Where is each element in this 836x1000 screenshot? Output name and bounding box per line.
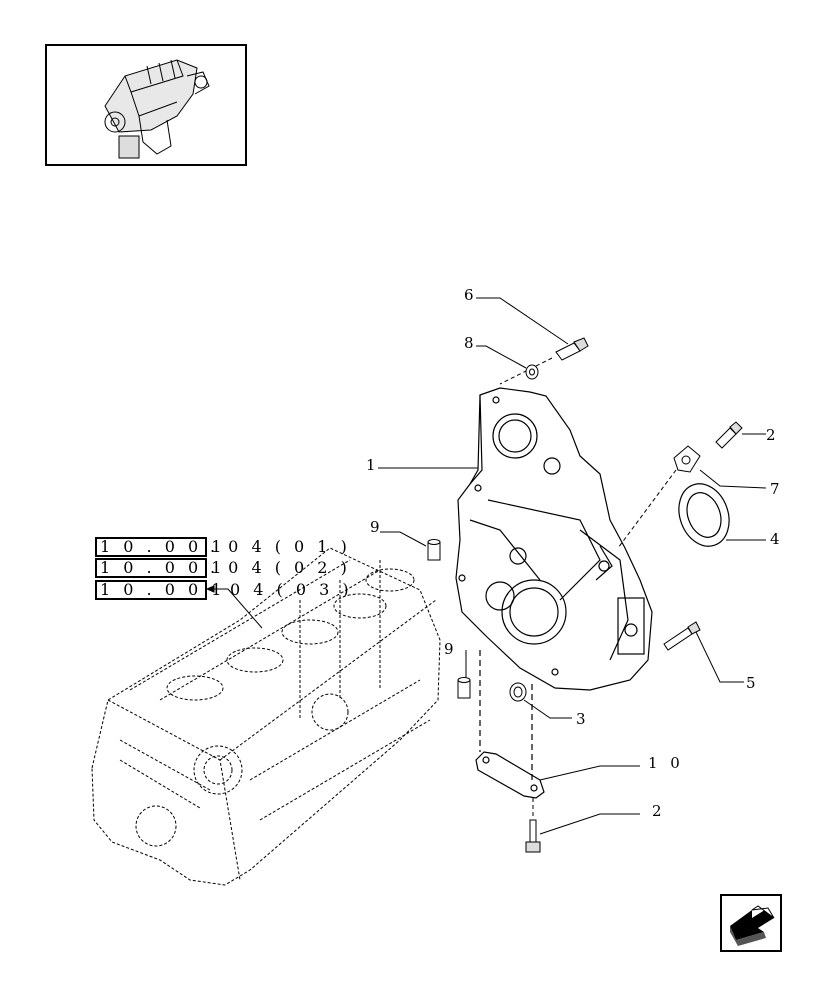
reference-code-1[interactable]: 1 0 . 0 0 1 bbox=[100, 537, 226, 556]
callout-8[interactable]: 8 bbox=[464, 334, 478, 352]
reference-leader bbox=[205, 585, 263, 629]
bolt-6 bbox=[499, 337, 589, 385]
timing-cover bbox=[455, 387, 653, 691]
callout-7[interactable]: 7 bbox=[770, 480, 784, 498]
reference-suffix-2: . 0 4 ( 0 2 ) bbox=[210, 558, 351, 577]
cover-plate-10 bbox=[475, 650, 545, 799]
bolt-2-lower bbox=[525, 798, 541, 853]
flange-7 bbox=[617, 445, 701, 549]
callout-9-upper[interactable]: 9 bbox=[370, 518, 384, 536]
reference-suffix-1: . 0 4 ( 0 1 ) bbox=[210, 537, 351, 556]
callout-leaders bbox=[378, 297, 767, 835]
dowel-9-lower bbox=[457, 650, 471, 699]
reference-box-2[interactable] bbox=[95, 558, 207, 578]
callout-2-lower[interactable]: 2 bbox=[652, 802, 666, 820]
callout-1[interactable]: 1 bbox=[366, 456, 380, 474]
reference-code-2[interactable]: 1 0 . 0 0 1 bbox=[100, 558, 226, 577]
engine-thumbnail-frame[interactable] bbox=[45, 44, 247, 166]
callout-3[interactable]: 3 bbox=[576, 710, 590, 728]
bolt-2-upper bbox=[715, 421, 743, 449]
reference-code-3[interactable]: 1 0 . 0 0 1 bbox=[100, 580, 226, 599]
washer-8 bbox=[525, 364, 539, 380]
engine-thumbnail-icon bbox=[104, 59, 210, 159]
callout-10[interactable]: 1 0 bbox=[648, 754, 684, 772]
bolt-5 bbox=[663, 621, 701, 651]
next-page-button[interactable] bbox=[720, 894, 782, 952]
reference-box-1[interactable] bbox=[95, 537, 207, 557]
seal-4 bbox=[678, 483, 730, 547]
callout-6[interactable]: 6 bbox=[464, 286, 478, 304]
callout-4[interactable]: 4 bbox=[770, 530, 784, 548]
next-page-arrow-icon bbox=[730, 905, 775, 946]
engine-block-outline bbox=[91, 547, 441, 886]
dowel-9-upper bbox=[427, 539, 441, 561]
callout-9-lower[interactable]: 9 bbox=[444, 640, 458, 658]
reference-box-3[interactable] bbox=[95, 580, 207, 600]
reference-suffix-3: 0 4 ( 0 3 ) bbox=[230, 580, 353, 599]
plug-3 bbox=[509, 682, 527, 702]
callout-5[interactable]: 5 bbox=[746, 674, 760, 692]
callout-2-upper[interactable]: 2 bbox=[766, 426, 780, 444]
